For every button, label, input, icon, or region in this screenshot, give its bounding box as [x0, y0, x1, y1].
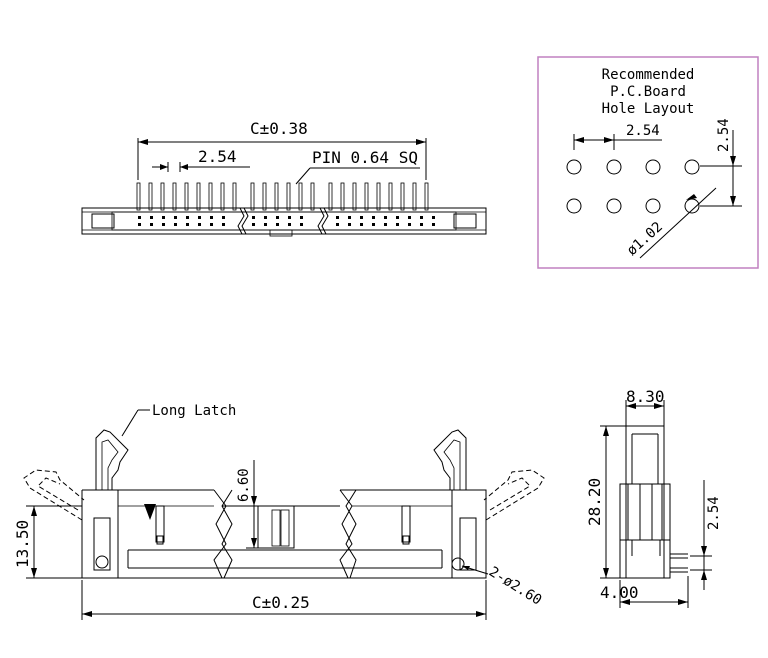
pcb-holes	[566, 159, 700, 214]
housing-front-view	[81, 489, 487, 579]
center-slot	[257, 505, 295, 549]
pcb-dim-pitch-h: 2.54	[626, 123, 660, 139]
housing-top-view	[81, 207, 487, 235]
dim-mount-hole: 2-ø2.60	[486, 564, 545, 609]
pcb-dim-pitch-v: 2.54	[716, 118, 732, 152]
latch-label: Long Latch	[152, 403, 236, 419]
pcb-title-3: Hole Layout	[602, 101, 695, 117]
pcb-title-1: Recommended	[602, 67, 695, 83]
dim-base-side: 4.00	[600, 583, 639, 602]
dim-pitch-top: 2.54	[198, 147, 237, 166]
side-view: 8.30 28.20 2.54	[585, 387, 722, 608]
right-latch	[433, 429, 467, 490]
dim-pitch-side: 2.54	[706, 496, 722, 530]
top-view: C±0.38 2.54 PIN 0.64 SQ	[81, 119, 487, 237]
contact-holes	[138, 216, 435, 226]
left-latch	[95, 429, 129, 490]
pin-row	[136, 182, 429, 211]
dim-slot: 6.60	[236, 468, 252, 502]
pcb-layout-panel: Recommended P.C.Board Hole Layout 2.54 2…	[537, 56, 759, 269]
polarization-key	[144, 504, 156, 520]
front-view: Long Latch	[13, 403, 545, 620]
pcb-title-2: P.C.Board	[610, 84, 686, 100]
pin-label: PIN 0.64 SQ	[312, 148, 418, 167]
mount-hole-left	[95, 555, 109, 569]
dim-overall-top: C±0.38	[250, 119, 308, 138]
pcb-layout-border	[537, 56, 759, 269]
dim-height-side: 28.20	[585, 478, 604, 526]
dim-width-side: 8.30	[626, 387, 665, 406]
dim-height-front: 13.50	[13, 520, 32, 568]
mount-hole-right	[451, 557, 465, 571]
dim-overall-front: C±0.25	[252, 593, 310, 612]
